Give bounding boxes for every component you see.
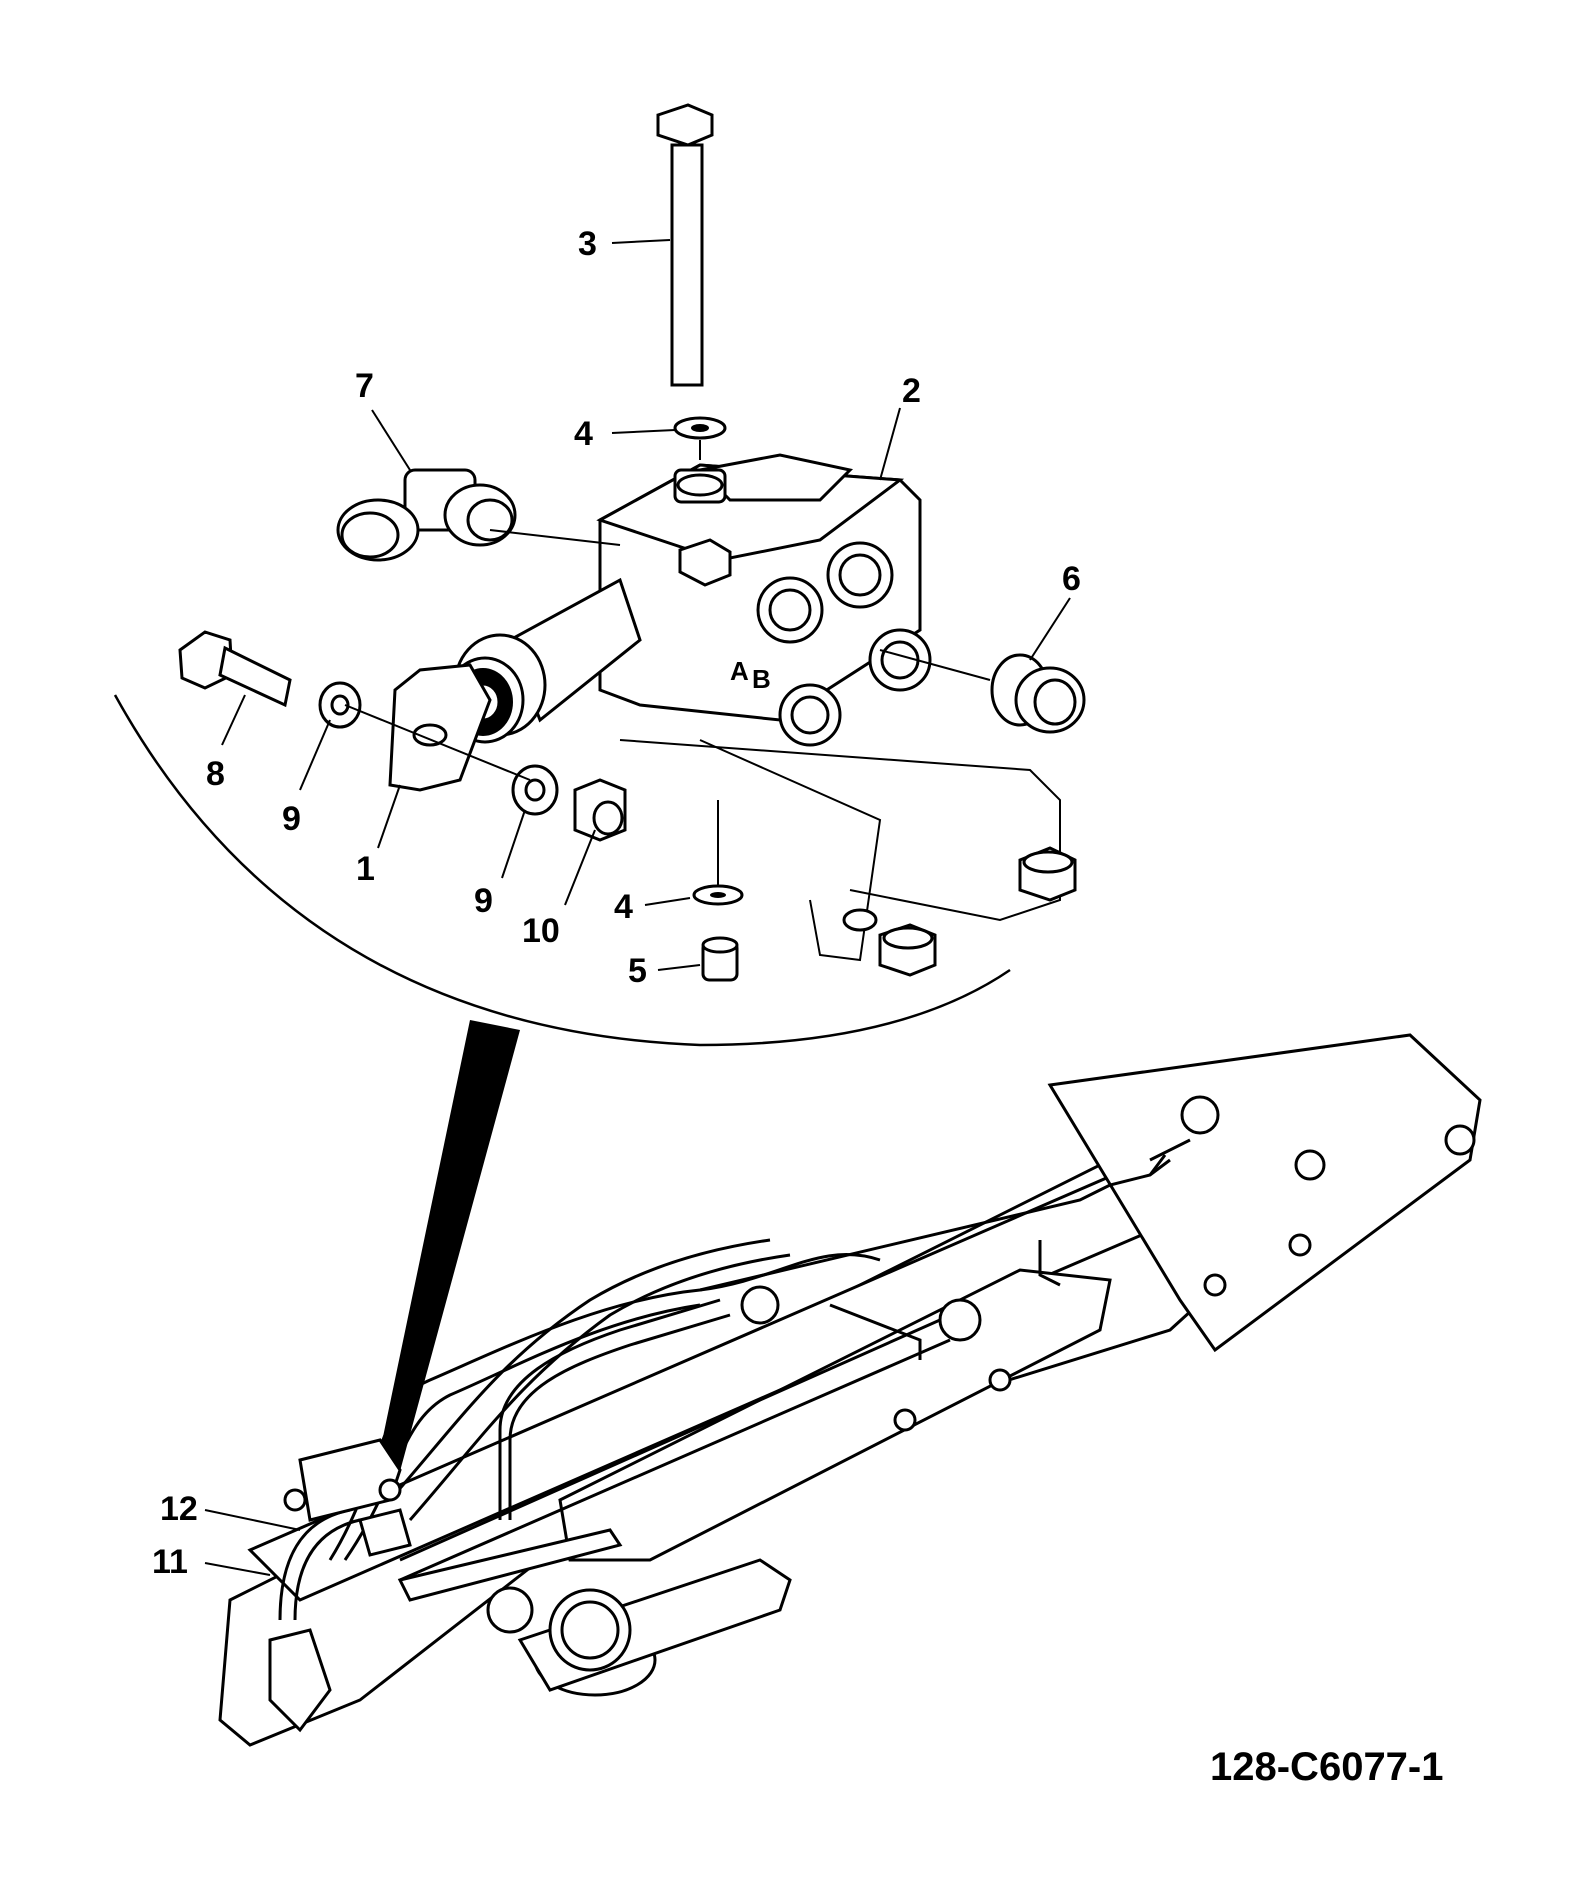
- callout-1: 1: [356, 850, 375, 888]
- detail-pointer: [350, 1020, 520, 1600]
- callout-11: 11: [152, 1543, 188, 1581]
- bracket-bolt-lower: [878, 923, 937, 977]
- straight-fitting: [990, 653, 1086, 734]
- port-a-label: A: [730, 656, 749, 686]
- valve-block: A B: [596, 453, 932, 747]
- mounting-bracket: [388, 663, 1061, 962]
- bracket-bolt-upper: [1018, 846, 1077, 902]
- callout-6: 6: [1062, 560, 1081, 598]
- port-b-label: B: [752, 664, 771, 694]
- boom-assembly: [218, 1033, 1482, 1747]
- detail-view-boundary: [113, 694, 1011, 1047]
- elbow-fitting: [336, 468, 517, 562]
- drawing-number: 128-C6077-1: [1210, 1745, 1444, 1789]
- callout-4-bottom: 4: [614, 888, 633, 926]
- hex-bolt: [178, 630, 292, 708]
- callout-8: 8: [206, 755, 225, 793]
- callout-5: 5: [628, 952, 647, 990]
- callout-9-left: 9: [282, 800, 301, 838]
- leader-lines: [204, 239, 1071, 1576]
- callout-12: 12: [160, 1490, 198, 1528]
- callout-2: 2: [902, 372, 921, 410]
- callout-9-right: 9: [474, 882, 493, 920]
- callout-10: 10: [522, 912, 560, 950]
- callout-7: 7: [355, 367, 374, 405]
- lock-nut: [701, 936, 739, 982]
- long-bolt: [656, 103, 714, 387]
- valve-block-installed: [283, 1438, 412, 1557]
- callout-labels: 1 2 3 4 4 5 6 7 8 9 9 10 11 12: [152, 225, 1081, 1581]
- callout-4-top: 4: [574, 415, 593, 453]
- hex-nut: [573, 778, 627, 842]
- callout-3: 3: [578, 225, 597, 263]
